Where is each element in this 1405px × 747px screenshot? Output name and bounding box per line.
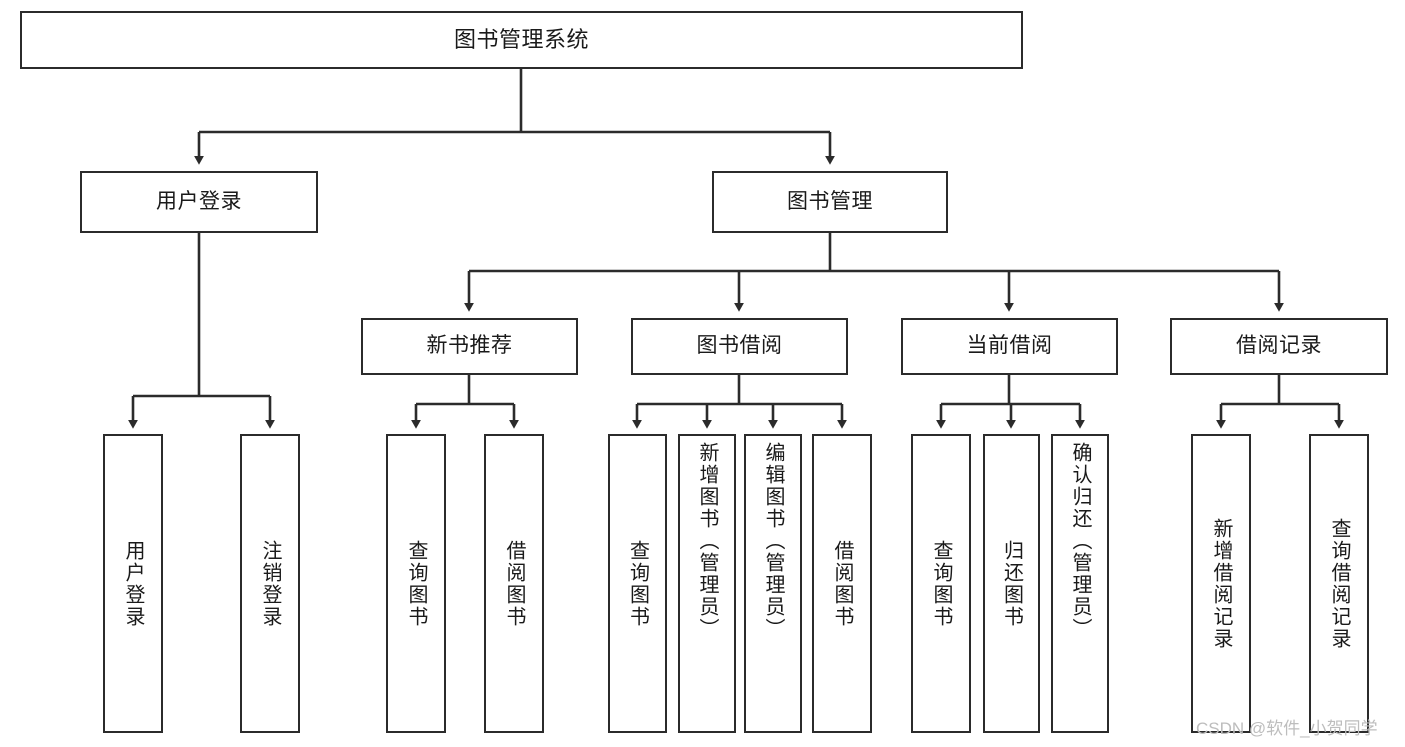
node-user-login[interactable]: 用户登录: [80, 171, 318, 233]
node-leaf-confirm-return-admin[interactable]: 确认归还（管理员）: [1051, 434, 1109, 733]
node-leaf-query-book-current-label: 查询图书: [930, 539, 952, 628]
node-leaf-query-borrow-record-label: 查询借阅记录: [1328, 517, 1350, 650]
edges-newbook-to-leaves: [411, 375, 519, 429]
node-user-login-label: 用户登录: [156, 189, 242, 213]
node-leaf-borrow-book-rec[interactable]: 借阅图书: [484, 434, 544, 733]
edges-userlogin-to-leaves: [128, 233, 275, 429]
node-current-borrow[interactable]: 当前借阅: [901, 318, 1118, 375]
edges-bookborrow-to-leaves: [632, 375, 847, 429]
node-book-manage[interactable]: 图书管理: [712, 171, 948, 233]
node-leaf-query-book-current[interactable]: 查询图书: [911, 434, 971, 733]
node-leaf-add-borrow-record-label: 新增借阅记录: [1210, 517, 1232, 650]
edges-bookmanage-to-level3: [464, 233, 1284, 312]
node-leaf-query-book-rec[interactable]: 查询图书: [386, 434, 446, 733]
node-leaf-add-book-admin[interactable]: 新增图书（管理员）: [678, 434, 736, 733]
node-leaf-add-book-admin-label: 新增图书（管理员）: [696, 442, 718, 640]
node-leaf-user-login-label: 用户登录: [122, 539, 144, 628]
node-leaf-edit-book-admin-label: 编辑图书（管理员）: [762, 442, 784, 640]
node-book-manage-label: 图书管理: [787, 189, 873, 213]
node-book-borrow[interactable]: 图书借阅: [631, 318, 848, 375]
node-root[interactable]: 图书管理系统: [20, 11, 1023, 69]
node-current-borrow-label: 当前借阅: [966, 334, 1053, 358]
edges-currentborrow-to-leaves: [936, 375, 1085, 429]
node-leaf-return-book[interactable]: 归还图书: [983, 434, 1040, 733]
node-leaf-borrow-book[interactable]: 借阅图书: [812, 434, 872, 733]
node-leaf-add-borrow-record[interactable]: 新增借阅记录: [1191, 434, 1251, 733]
csdn-watermark: CSDN @软件_小贺同学: [1196, 719, 1378, 738]
node-leaf-edit-book-admin[interactable]: 编辑图书（管理员）: [744, 434, 802, 733]
node-new-book-recommend-label: 新书推荐: [426, 334, 513, 358]
node-leaf-query-book-borrow[interactable]: 查询图书: [608, 434, 667, 733]
node-leaf-query-borrow-record[interactable]: 查询借阅记录: [1309, 434, 1369, 733]
node-borrow-record[interactable]: 借阅记录: [1170, 318, 1388, 375]
node-leaf-return-book-label: 归还图书: [1000, 539, 1023, 628]
node-leaf-borrow-book-rec-label: 借阅图书: [503, 539, 525, 628]
node-borrow-record-label: 借阅记录: [1236, 334, 1322, 358]
node-leaf-query-book-borrow-label: 查询图书: [626, 539, 649, 628]
edges-root-to-level2: [194, 69, 835, 165]
node-leaf-user-login[interactable]: 用户登录: [103, 434, 163, 733]
node-book-borrow-label: 图书借阅: [696, 334, 783, 358]
node-leaf-confirm-return-admin-label: 确认归还（管理员）: [1069, 442, 1091, 640]
node-new-book-recommend[interactable]: 新书推荐: [361, 318, 578, 375]
node-leaf-logout-login[interactable]: 注销登录: [240, 434, 300, 733]
edges-borrowrecord-to-leaves: [1216, 375, 1344, 429]
node-root-label: 图书管理系统: [453, 27, 589, 53]
node-leaf-borrow-book-label: 借阅图书: [831, 539, 853, 628]
node-leaf-logout-login-label: 注销登录: [259, 539, 281, 628]
node-leaf-query-book-rec-label: 查询图书: [405, 539, 427, 628]
